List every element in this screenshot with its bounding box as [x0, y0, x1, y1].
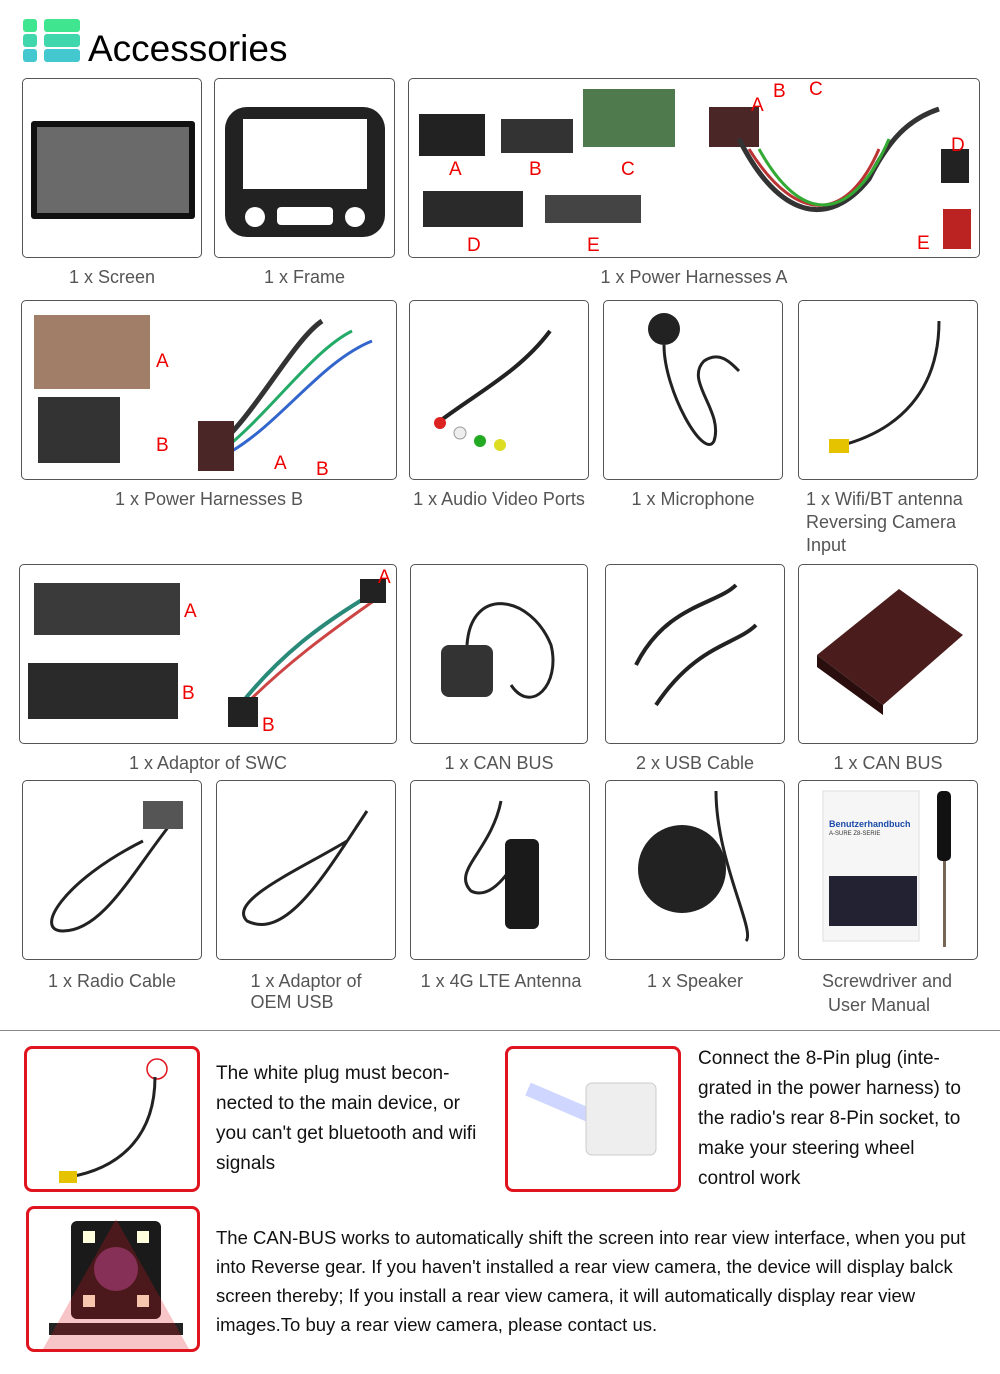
item-label: User Manual: [828, 995, 931, 1015]
frame-image: [214, 78, 395, 258]
item-label: Reversing Camera: [806, 512, 957, 532]
can-bus-gps-image: [410, 564, 588, 744]
item-label: 1 x Adaptor of: [250, 971, 362, 991]
connector-tag: B: [156, 435, 169, 456]
item-label: 1 x 4G LTE Antenna: [420, 971, 582, 991]
wifi-note-text: The white plug must becon-nected to the …: [216, 1063, 477, 1174]
item-label: 1 x Speaker: [646, 971, 744, 991]
microphone-image: [603, 300, 783, 480]
connector-tag: E: [917, 233, 930, 254]
manual-screwdriver-image: Benutzerhandbuch A-SURE Z8-SERIE: [798, 780, 978, 960]
item-label: 1 x Frame: [263, 267, 346, 287]
item-label: 1 x Screen: [68, 267, 156, 287]
wifi-antenna-image: [798, 300, 978, 480]
item-label: 1 x Power Harnesses B: [114, 489, 304, 509]
lte-antenna-image: [410, 780, 590, 960]
connector-tag: A: [156, 351, 169, 372]
item-label: 1 x Adaptor of SWC: [128, 753, 288, 773]
screen-image: [22, 78, 202, 258]
pin-plug-note-image: [505, 1046, 681, 1192]
manual-title: Benutzerhandbuch: [829, 819, 911, 829]
rear-camera-note-image: [26, 1206, 200, 1352]
connector-tag: A: [378, 567, 391, 588]
can-bus-box-image: [798, 564, 978, 744]
connector-tag: B: [773, 81, 786, 102]
usb-cable-image: [605, 564, 785, 744]
connector-tag: A: [184, 601, 197, 622]
connector-tag: C: [809, 79, 823, 100]
swc-adaptor-image: A B A B: [19, 564, 397, 744]
item-label: 1 x Microphone: [631, 489, 755, 509]
connector-tag: B: [316, 459, 329, 480]
item-label: 1 x Wifi/BT antenna: [806, 489, 963, 509]
item-label: 1 x CAN BUS: [444, 753, 554, 773]
canbus-note-text: The CAN-BUS works to automatically shift…: [216, 1227, 966, 1335]
connector-tag: A: [751, 95, 764, 116]
connector-tag: C: [621, 159, 635, 180]
item-label: Screwdriver and: [822, 971, 953, 991]
connector-tag: D: [951, 135, 965, 156]
item-label: 2 x USB Cable: [635, 753, 755, 773]
swc-note-text: Connect the 8-Pin plug (inte-grated in t…: [698, 1048, 961, 1189]
item-label: 1 x Power Harnesses A: [600, 267, 788, 287]
divider: [0, 1030, 1000, 1031]
manual-subtitle: A-SURE Z8-SERIE: [829, 831, 881, 837]
power-harness-b-image: A B A B: [21, 300, 397, 480]
item-label: OEM USB: [250, 992, 334, 1012]
item-label: 1 x Radio Cable: [47, 971, 177, 991]
connector-tag: E: [587, 235, 600, 256]
connector-tag: A: [449, 159, 462, 180]
power-harness-a-image: A B C D E A B C D E: [408, 78, 980, 258]
connector-tag: B: [529, 159, 542, 180]
list-icon: [23, 19, 80, 63]
item-label: 1 x CAN BUS: [833, 753, 943, 773]
connector-tag: B: [182, 683, 195, 704]
oem-usb-adaptor-image: [216, 780, 396, 960]
connector-tag: D: [467, 235, 481, 256]
audio-video-ports-image: [409, 300, 589, 480]
radio-cable-image: [22, 780, 202, 960]
connector-tag: B: [262, 715, 275, 736]
connector-tag: A: [274, 453, 287, 474]
wifi-plug-note-image: [24, 1046, 200, 1192]
item-label: 1 x Audio Video Ports: [413, 489, 585, 509]
page-title: Accessories: [88, 28, 288, 69]
speaker-image: [605, 780, 785, 960]
item-label: Input: [806, 535, 847, 555]
